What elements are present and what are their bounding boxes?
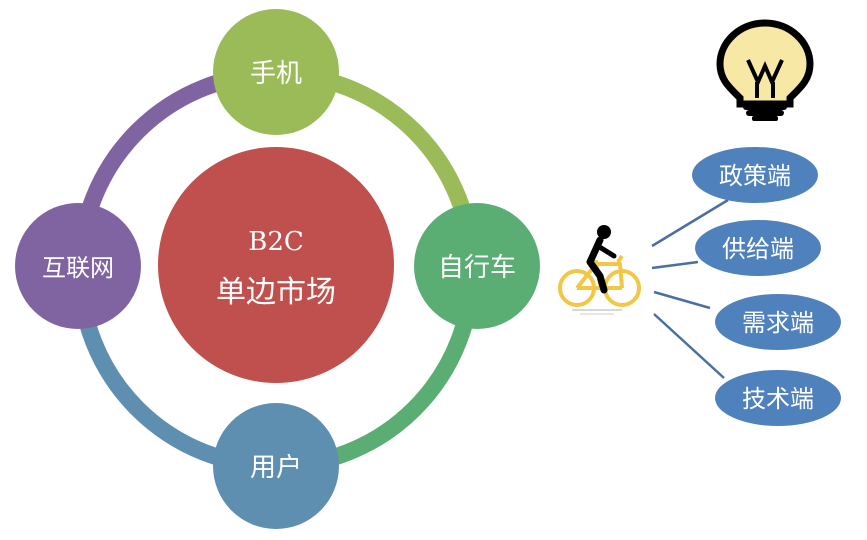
node-right: 自行车 [414,203,540,329]
center-line1: B2C [248,227,304,257]
node-top-label: 手机 [250,59,302,89]
connector-policy [651,198,729,248]
cyclist-icon [558,225,641,315]
light-bulb-icon [716,19,814,121]
node-top: 手机 [213,9,339,135]
node-left: 互联网 [15,203,141,329]
node-right-label: 自行车 [438,253,516,283]
side-demand-label: 需求端 [742,309,814,337]
side-tech-label: 技术端 [742,385,814,413]
center-line2: 单边市场 [216,275,336,310]
connector-demand [653,290,711,310]
side-policy-label: 政策端 [719,162,791,190]
side-policy: 政策端 [692,147,818,203]
node-bottom: 用户 [213,403,339,529]
node-bottom-label: 用户 [250,453,302,483]
side-supply-label: 供给端 [722,235,794,263]
node-left-label: 互联网 [42,254,114,282]
side-supply: 供给端 [695,220,821,276]
side-demand: 需求端 [715,294,841,350]
side-tech: 技术端 [715,370,841,426]
center-circle [158,147,394,383]
connector-supply [651,260,699,270]
connector-tech [653,313,725,379]
